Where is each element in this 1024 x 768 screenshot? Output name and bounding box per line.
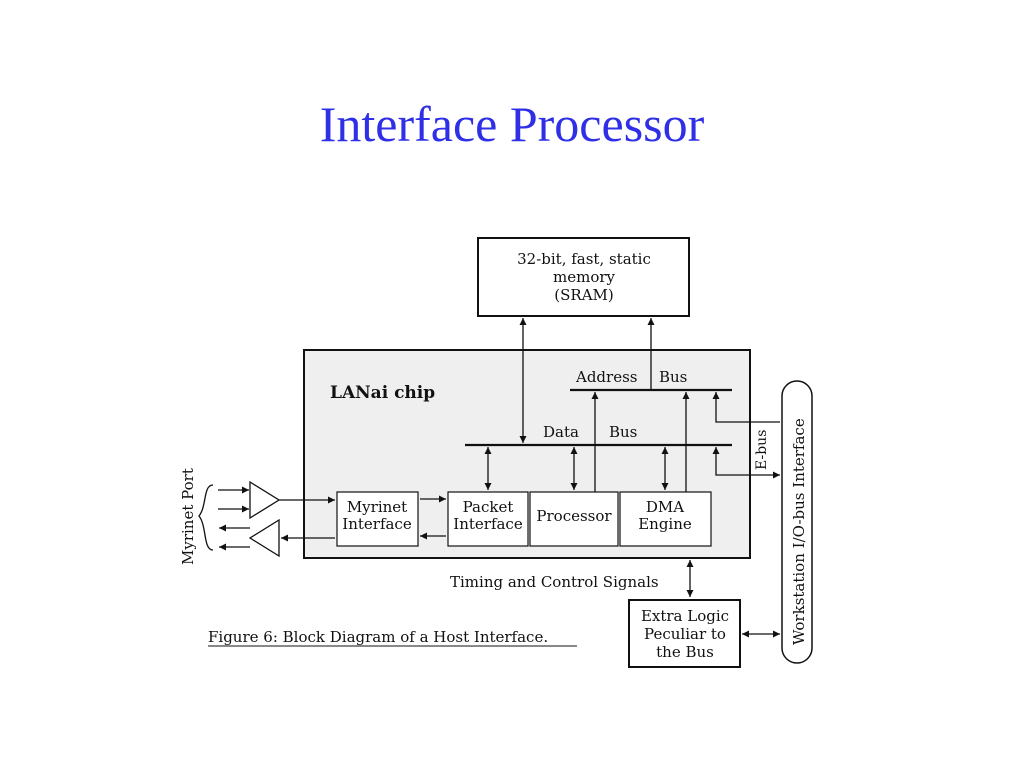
processor-block: Processor xyxy=(529,491,619,547)
myrinet-port-label: Myrinet Port xyxy=(179,468,197,565)
sram-line-1: 32-bit, fast, static xyxy=(517,250,651,268)
data-bus-label-1: Data xyxy=(543,423,579,441)
timing-label: Timing and Control Signals xyxy=(450,573,659,591)
sram-block: 32-bit, fast, static memory (SRAM) xyxy=(477,237,690,317)
myrinet-interface-label-1: Myrinet xyxy=(347,498,407,516)
extra-logic-label-3: the Bus xyxy=(656,643,714,661)
figure-caption: Figure 6: Block Diagram of a Host Interf… xyxy=(208,628,548,646)
packet-interface-label-2: Interface xyxy=(453,515,523,533)
address-bus-label-2: Bus xyxy=(659,368,687,386)
sram-line-2: memory xyxy=(553,268,616,286)
packet-interface-block: Packet Interface xyxy=(447,491,529,547)
workstation-label: Workstation I/O-bus Interface xyxy=(790,418,808,645)
slide-title: Interface Processor xyxy=(319,96,705,152)
myrinet-interface-block: Myrinet Interface xyxy=(336,491,419,547)
dma-engine-block: DMA Engine xyxy=(619,491,712,547)
processor-label: Processor xyxy=(536,507,612,525)
sram-line-3: (SRAM) xyxy=(554,286,613,304)
data-bus: Data Bus xyxy=(465,423,732,447)
data-bus-label-2: Bus xyxy=(609,423,637,441)
ebus-data-arrow xyxy=(712,447,780,479)
myrinet-interface-label-2: Interface xyxy=(342,515,412,533)
ebus-label: E-bus xyxy=(754,430,770,470)
port-buffers xyxy=(198,480,335,558)
address-bus-label-1: Address xyxy=(575,368,637,386)
extra-logic-label-1: Extra Logic xyxy=(641,607,729,625)
extra-logic-label-2: Peculiar to xyxy=(644,625,726,643)
chip-label: LANai chip xyxy=(330,383,435,403)
ebus-address-arrow xyxy=(712,392,780,423)
dma-engine-label-2: Engine xyxy=(638,515,692,533)
workstation-io-bus-interface: Workstation I/O-bus Interface xyxy=(781,380,813,664)
packet-interface-label-1: Packet xyxy=(463,498,514,516)
dma-engine-label-1: DMA xyxy=(646,498,684,516)
extra-logic-block: Extra Logic Peculiar to the Bus xyxy=(628,599,741,668)
